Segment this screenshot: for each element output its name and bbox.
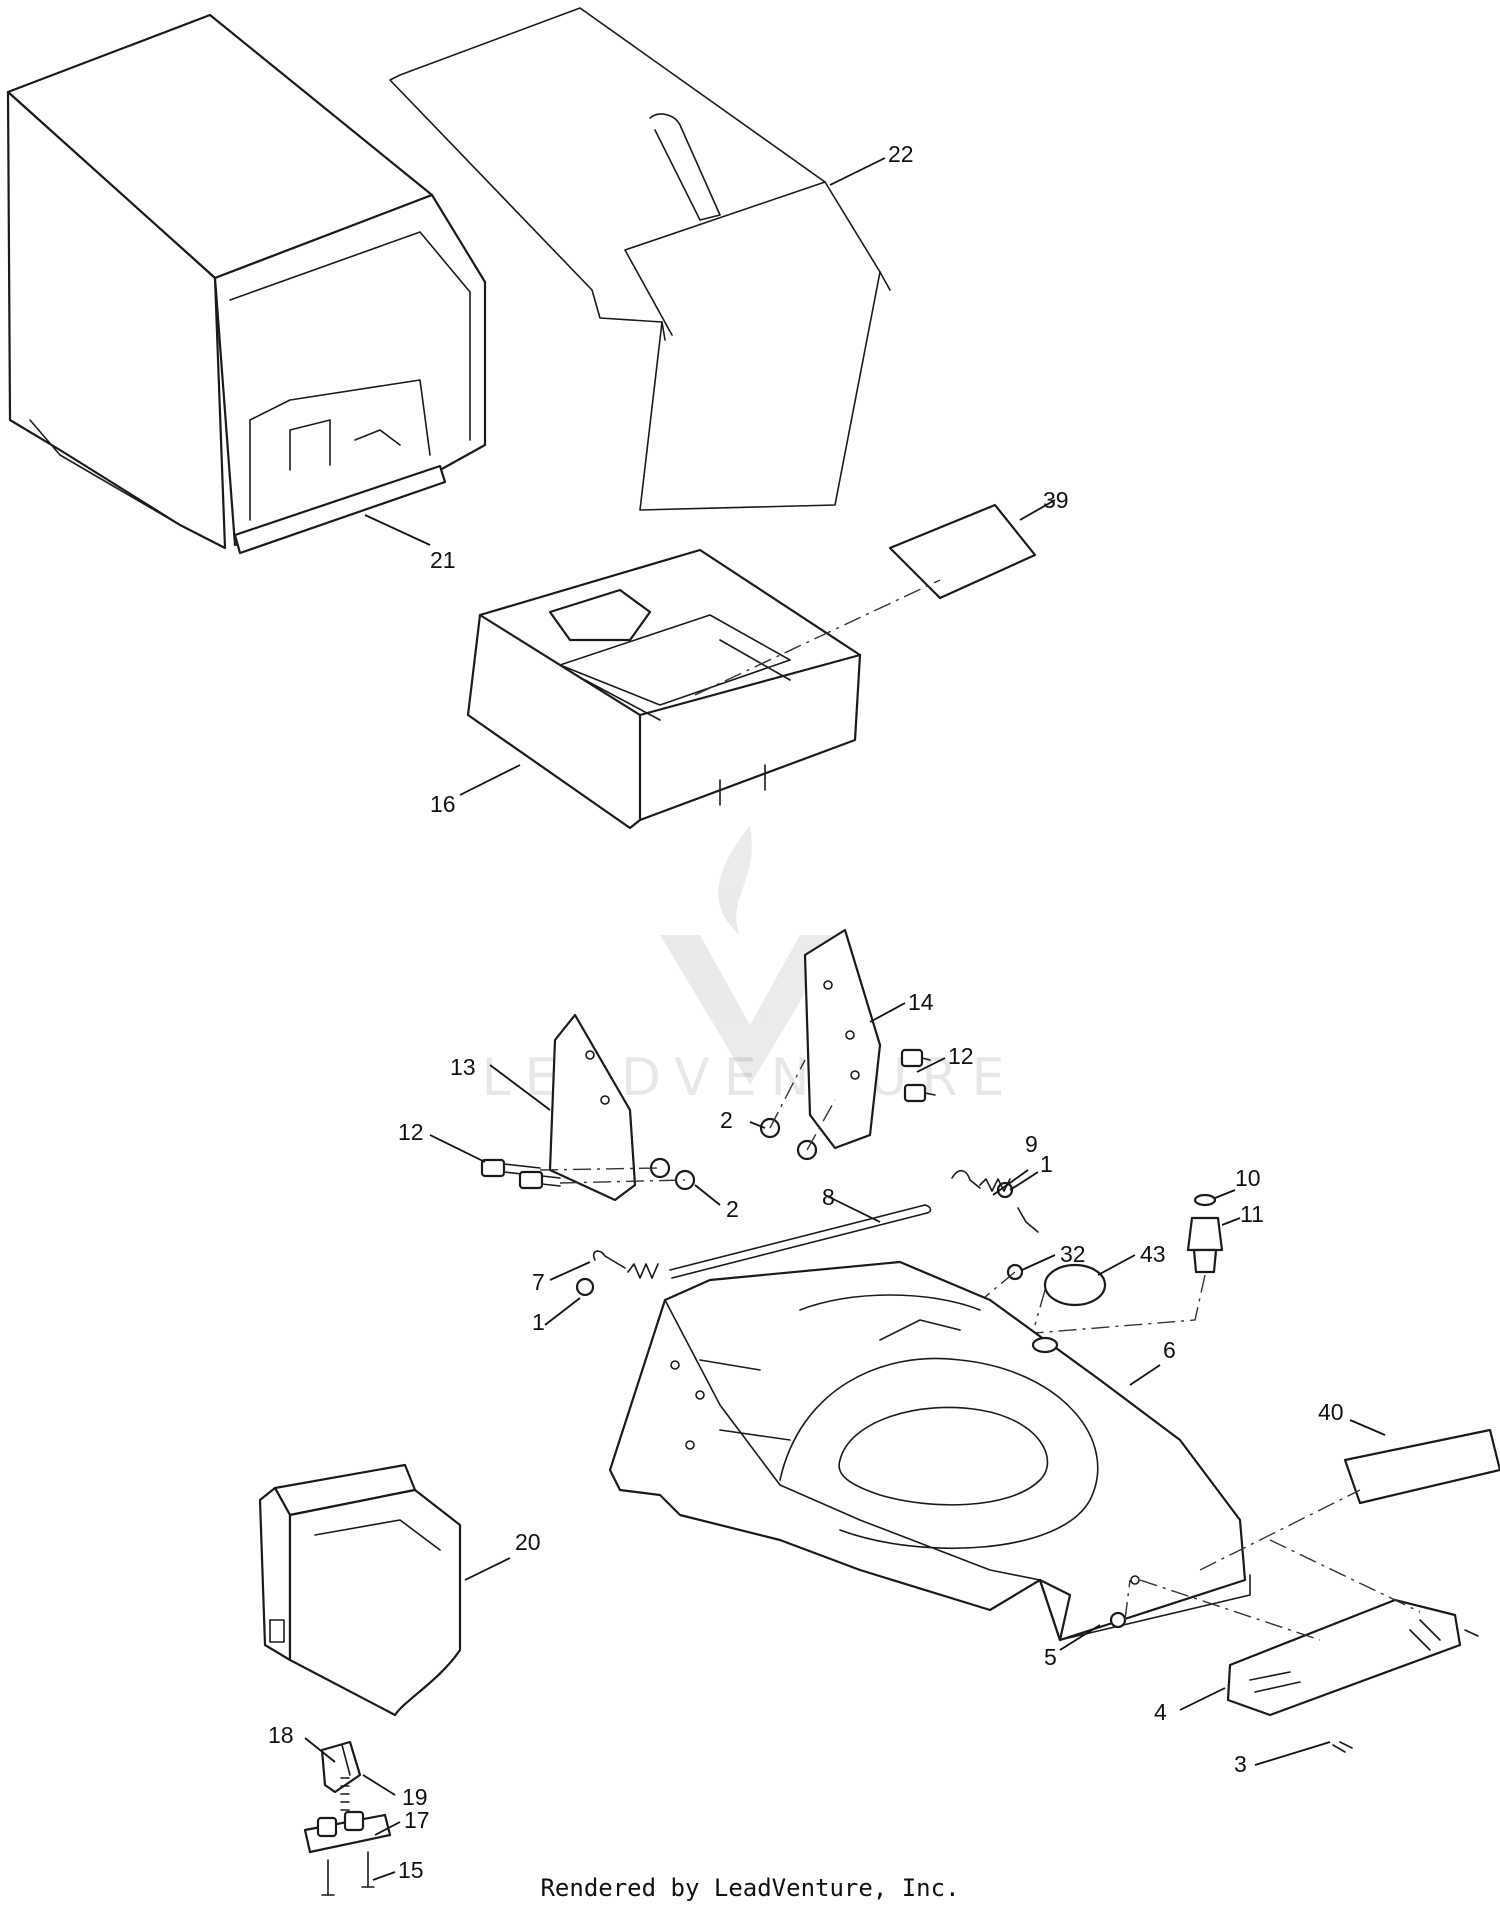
callout-17: 17 xyxy=(404,1807,430,1833)
callout-15: 15 xyxy=(398,1857,424,1883)
latch-assembly-part xyxy=(303,1740,392,1896)
label-decal-part-39 xyxy=(888,503,1037,600)
side-plate-part-13 xyxy=(548,1013,637,1202)
callout-4: 4 xyxy=(1154,1699,1167,1725)
callout-12-right: 12 xyxy=(948,1043,974,1069)
callout-10: 10 xyxy=(1235,1165,1261,1191)
callout-2-upper: 2 xyxy=(720,1107,733,1133)
callout-labels: 21 22 39 16 14 13 12 12 2 2 9 1 8 10 11 … xyxy=(268,141,1344,1883)
footer-credit: Rendered by LeadVenture, Inc. xyxy=(540,1874,960,1902)
label-decal-part-40 xyxy=(1343,1428,1500,1505)
callout-32: 32 xyxy=(1060,1241,1086,1267)
grass-bag-part xyxy=(6,13,487,555)
callout-22: 22 xyxy=(888,141,914,167)
cap-part-43 xyxy=(1043,1263,1107,1307)
callout-2-lower: 2 xyxy=(726,1196,739,1222)
screw-part-3b xyxy=(1464,1629,1479,1637)
callout-21: 21 xyxy=(430,547,456,573)
callout-19: 19 xyxy=(402,1784,428,1810)
discharge-chute-part xyxy=(258,1463,462,1717)
callout-6: 6 xyxy=(1163,1337,1176,1363)
washout-fitting-part xyxy=(1186,1193,1224,1274)
screw-part-3 xyxy=(1332,1741,1353,1753)
mower-deck-part xyxy=(608,1260,1251,1642)
rod-part-8 xyxy=(669,1204,932,1279)
nut-part-5 xyxy=(1109,1611,1127,1629)
callout-16: 16 xyxy=(430,791,456,817)
callout-40: 40 xyxy=(1318,1399,1344,1425)
callout-8: 8 xyxy=(822,1184,835,1210)
callout-12-left: 12 xyxy=(398,1119,424,1145)
callout-20: 20 xyxy=(515,1529,541,1555)
callout-13: 13 xyxy=(450,1054,476,1080)
callout-9: 9 xyxy=(1025,1131,1038,1157)
callout-leaders xyxy=(304,157,1386,1881)
watermark-logo xyxy=(660,825,840,1085)
callout-14: 14 xyxy=(908,989,934,1015)
callout-1-lower: 1 xyxy=(532,1309,545,1335)
bag-frame-part xyxy=(389,7,891,511)
spring-part-9 xyxy=(951,1169,1011,1192)
callout-7: 7 xyxy=(532,1269,545,1295)
rear-door-part xyxy=(466,548,862,830)
callout-39: 39 xyxy=(1043,487,1069,513)
callout-43: 43 xyxy=(1140,1241,1166,1267)
callout-5: 5 xyxy=(1044,1644,1057,1670)
rear-handle-part xyxy=(1226,1598,1462,1717)
callout-18: 18 xyxy=(268,1722,294,1748)
callout-11: 11 xyxy=(1240,1201,1264,1227)
callout-1-upper: 1 xyxy=(1040,1151,1053,1177)
side-plate-part-14 xyxy=(803,928,882,1150)
spring-part-7 xyxy=(592,1250,659,1279)
callout-3: 3 xyxy=(1234,1751,1247,1777)
